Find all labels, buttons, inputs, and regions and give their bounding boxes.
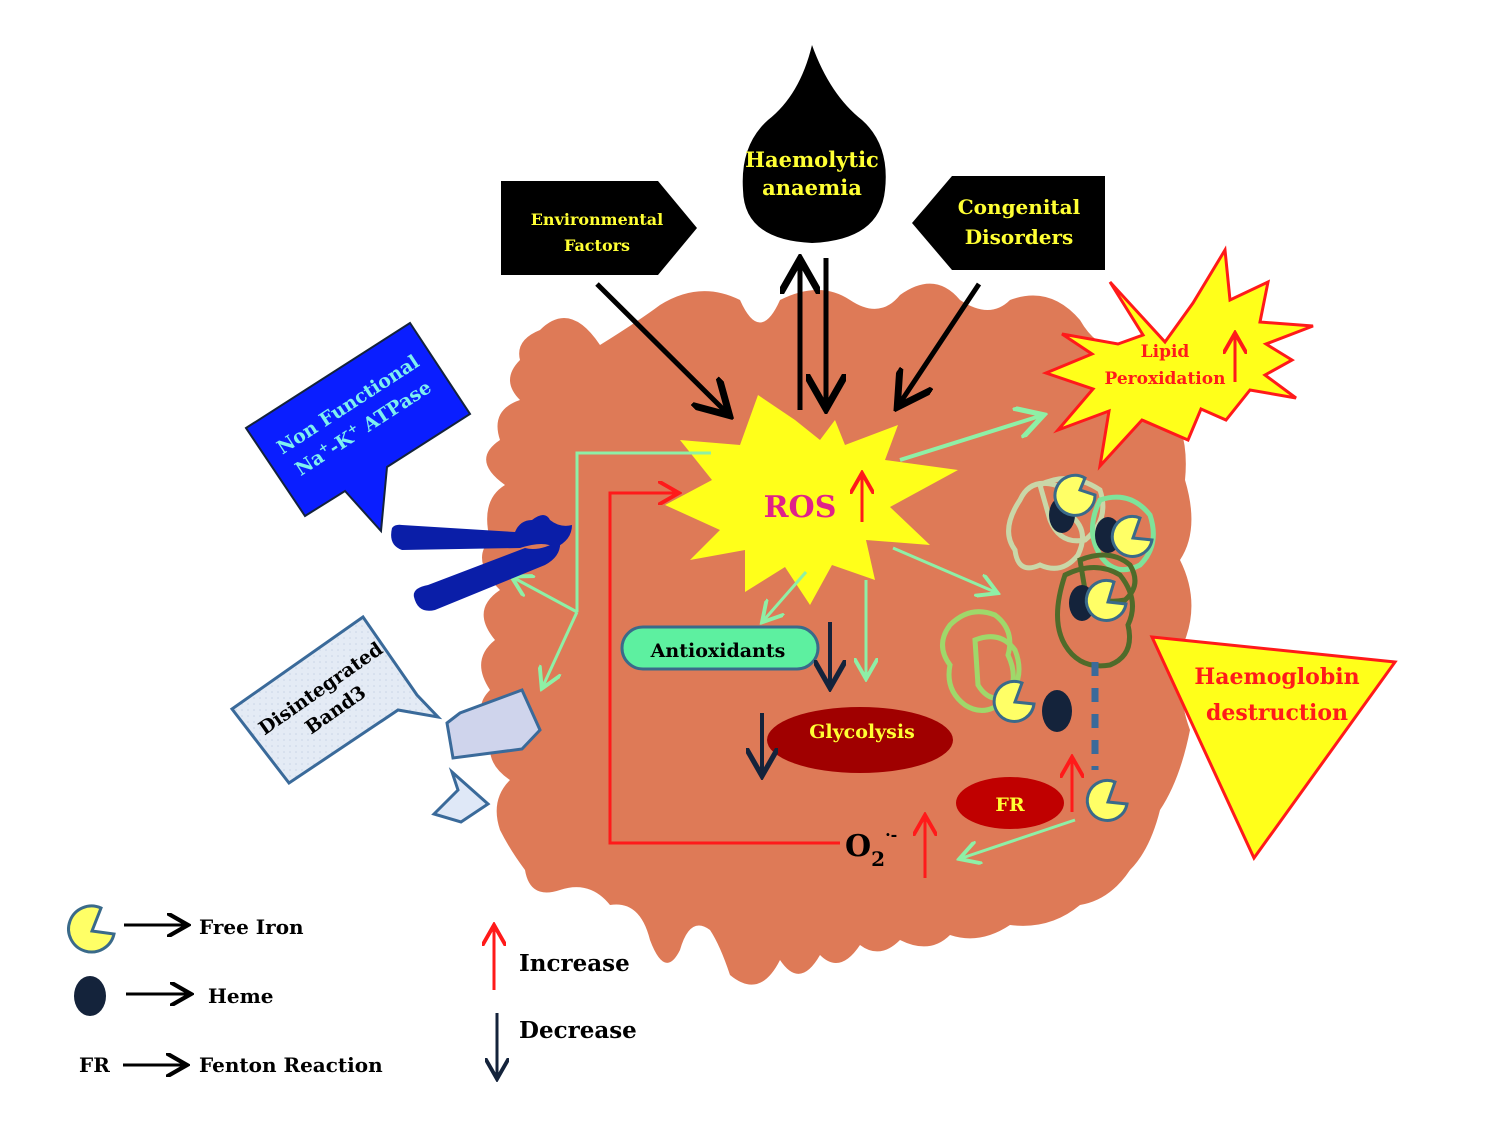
haemoglobin-destruction-triangle bbox=[1149, 635, 1398, 861]
legend-heme-icon bbox=[74, 976, 106, 1016]
superoxide-subscript: 2 bbox=[871, 847, 885, 871]
environmental-label-1: Environmental bbox=[531, 210, 664, 229]
membrane-to-atpase-arrow bbox=[514, 578, 578, 614]
environmental-label-2: Factors bbox=[564, 236, 630, 255]
congenital-to-ros-arrow bbox=[900, 282, 982, 403]
atpase-pump bbox=[391, 515, 572, 611]
membrane-to-band3-arrow bbox=[543, 611, 579, 686]
superoxide-superscript: ·- bbox=[885, 825, 897, 844]
congenital-label-2: Disorders bbox=[965, 225, 1074, 249]
environmental-factors-box bbox=[501, 181, 697, 275]
free-iron-icon bbox=[1085, 778, 1129, 822]
glycolysis-ellipse bbox=[767, 707, 953, 773]
fr-to-superoxide-arrow bbox=[962, 818, 1076, 858]
superoxide-o: O bbox=[845, 829, 871, 864]
lipid-label-2: Peroxidation bbox=[1105, 369, 1226, 389]
haemoglobin-label-1: Haemoglobin bbox=[1194, 664, 1359, 690]
ros-label: ROS bbox=[764, 490, 837, 525]
non-functional-atpase-callout bbox=[244, 321, 472, 534]
ros-burst bbox=[665, 395, 958, 605]
environmental-to-ros-arrow bbox=[595, 282, 726, 412]
haemoglobin-label-2: destruction bbox=[1206, 700, 1348, 726]
legend-fr-abbrev: FR bbox=[79, 1053, 110, 1077]
antioxidants-label: Antioxidants bbox=[650, 640, 786, 662]
ros-to-antioxidants-arrow bbox=[764, 571, 808, 620]
ros-to-membrane-path bbox=[575, 451, 711, 612]
legend: Free Iron Heme FR Fenton Reaction Increa… bbox=[67, 904, 637, 1077]
fenton-reaction-ellipse bbox=[956, 777, 1064, 829]
band3-fragment-small bbox=[431, 767, 491, 824]
free-iron-icon bbox=[1084, 578, 1128, 622]
haemolytic-anaemia-drop bbox=[742, 45, 886, 243]
atpase-pump-upper bbox=[391, 515, 572, 550]
superoxide-to-ros-feedback bbox=[608, 493, 840, 845]
lipid-label-1: Lipid bbox=[1141, 342, 1190, 362]
globin-chain bbox=[972, 634, 1022, 701]
glycolysis-label: Glycolysis bbox=[809, 721, 915, 743]
lipid-peroxidation-burst bbox=[1041, 245, 1314, 471]
legend-heme-label: Heme bbox=[208, 984, 274, 1008]
free-iron-icon bbox=[1110, 514, 1154, 558]
ros-to-haemoglobin-arrow bbox=[892, 546, 995, 592]
legend-decrease-label: Decrease bbox=[519, 1017, 637, 1044]
free-iron-icon bbox=[1053, 473, 1097, 517]
congenital-disorders-box bbox=[912, 176, 1105, 270]
globin-chain bbox=[1090, 494, 1156, 573]
haemolytic-label-1: Haemolytic bbox=[745, 147, 879, 172]
red-blood-cell bbox=[481, 283, 1192, 985]
legend-fenton-label: Fenton Reaction bbox=[199, 1053, 383, 1077]
congenital-label-1: Congenital bbox=[958, 195, 1081, 219]
haemolytic-label-2: anaemia bbox=[762, 175, 862, 200]
legend-increase-label: Increase bbox=[519, 950, 630, 977]
fr-label: FR bbox=[995, 794, 1024, 816]
free-iron-icon bbox=[992, 679, 1036, 723]
legend-free-iron-icon bbox=[67, 904, 116, 954]
ros-to-lipid-arrow bbox=[899, 416, 1040, 462]
superoxide-label: O2·- bbox=[845, 825, 897, 871]
globin-chain bbox=[1055, 565, 1135, 669]
legend-free-iron-label: Free Iron bbox=[199, 915, 304, 939]
heme-icon bbox=[1042, 690, 1072, 732]
atpase-pump-lower bbox=[413, 540, 561, 611]
globin-chain bbox=[1006, 480, 1085, 571]
band3-fragment-large bbox=[445, 688, 542, 760]
antioxidants-pill bbox=[620, 625, 820, 671]
band3-callout bbox=[229, 614, 443, 786]
